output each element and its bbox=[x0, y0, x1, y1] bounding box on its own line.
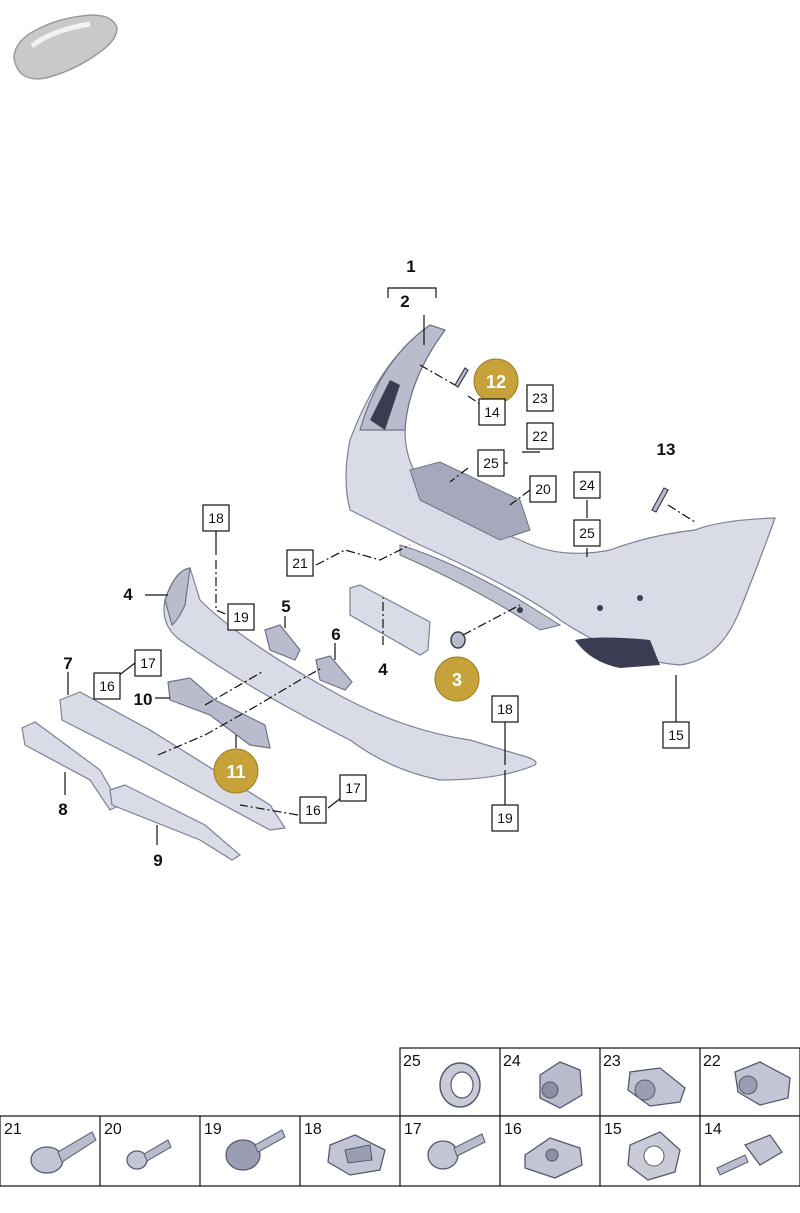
callout-5: 5 bbox=[281, 597, 290, 616]
hardware-table: 25 24 23 22 21 20 19 18 17 16 15 14 bbox=[0, 1047, 800, 1187]
boxed-callout-16: 16 bbox=[93, 672, 121, 700]
svg-text:23: 23 bbox=[532, 390, 548, 406]
svg-text:17: 17 bbox=[345, 780, 361, 796]
table-cell-number: 21 bbox=[4, 1121, 22, 1138]
table-cell-number: 23 bbox=[603, 1053, 621, 1070]
bracket-5-part bbox=[264, 624, 301, 661]
boxed-callout-22: 22 bbox=[526, 422, 554, 450]
svg-text:19: 19 bbox=[497, 810, 513, 826]
boxed-callout-23: 23 bbox=[526, 384, 554, 412]
callout-4: 4 bbox=[378, 660, 388, 679]
boxed-callout-19: 19 bbox=[491, 804, 519, 832]
bracket-10-part bbox=[167, 677, 271, 749]
car-thumbnail-icon bbox=[13, 14, 118, 80]
table-cell-number: 15 bbox=[604, 1121, 622, 1138]
table-cell-number: 22 bbox=[703, 1053, 721, 1070]
callout-2: 2 bbox=[400, 292, 409, 311]
boxed-callout-14: 14 bbox=[478, 398, 506, 426]
table-cell-number: 25 bbox=[403, 1053, 421, 1070]
callout-12: 12 bbox=[473, 358, 519, 404]
clip-nut-icon bbox=[524, 1137, 583, 1179]
trim-strip-13-part bbox=[651, 487, 669, 513]
table-cell-number: 17 bbox=[404, 1121, 422, 1138]
lower-spoiler-part bbox=[163, 567, 537, 781]
sensor-icon bbox=[734, 1061, 791, 1106]
table-cell-number: 18 bbox=[304, 1121, 322, 1138]
callout-4: 4 bbox=[123, 585, 133, 604]
boxed-callout-25: 25 bbox=[573, 519, 601, 547]
callout-13: 13 bbox=[657, 440, 676, 459]
callout-3: 3 bbox=[434, 656, 480, 702]
grille-insert-part bbox=[349, 584, 431, 656]
boxed-callout-18: 18 bbox=[491, 695, 519, 723]
flange-screw-icon bbox=[225, 1129, 286, 1171]
boxed-callout-24: 24 bbox=[573, 471, 601, 499]
svg-text:20: 20 bbox=[535, 481, 551, 497]
boxed-callout-17: 17 bbox=[339, 774, 367, 802]
ring-bracket-icon bbox=[439, 1062, 481, 1108]
svg-text:14: 14 bbox=[484, 404, 500, 420]
svg-text:18: 18 bbox=[208, 510, 224, 526]
callout-7: 7 bbox=[63, 654, 72, 673]
svg-text:24: 24 bbox=[579, 477, 595, 493]
svg-text:11: 11 bbox=[226, 762, 245, 782]
callout-9: 9 bbox=[153, 851, 162, 870]
bumper-cover-part bbox=[345, 324, 776, 668]
trim-strip-12-part bbox=[454, 367, 469, 388]
boxed-callout-21: 21 bbox=[286, 549, 314, 577]
callout-6: 6 bbox=[331, 625, 340, 644]
table-cell-number: 16 bbox=[504, 1121, 522, 1138]
spring-clip-icon bbox=[327, 1134, 386, 1176]
boxed-callout-19: 19 bbox=[227, 603, 255, 631]
table-cell-number: 24 bbox=[503, 1053, 521, 1070]
svg-text:16: 16 bbox=[305, 802, 321, 818]
expanding-rivet-icon bbox=[716, 1134, 783, 1176]
boxed-callout-25: 25 bbox=[477, 449, 505, 477]
callout-8: 8 bbox=[58, 800, 67, 819]
sensor-housing-icon bbox=[539, 1061, 583, 1109]
callout-10: 10 bbox=[134, 690, 153, 709]
boxed-callout-17: 17 bbox=[134, 649, 162, 677]
boxed-callout-18: 18 bbox=[202, 504, 230, 532]
svg-text:16: 16 bbox=[99, 678, 115, 694]
svg-text:21: 21 bbox=[292, 555, 308, 571]
svg-text:12: 12 bbox=[486, 372, 506, 392]
table-cell-number: 20 bbox=[104, 1121, 122, 1138]
grommet-part bbox=[450, 631, 466, 649]
svg-text:22: 22 bbox=[532, 428, 548, 444]
callout-11: 11 bbox=[213, 748, 259, 794]
sensor-retainer-icon bbox=[627, 1131, 681, 1181]
bracket-6-part bbox=[315, 655, 353, 691]
boxed-callout-20: 20 bbox=[529, 475, 557, 503]
plastic-rivet-icon bbox=[427, 1133, 486, 1170]
svg-text:19: 19 bbox=[233, 609, 249, 625]
reinforcement-7-part bbox=[59, 691, 287, 831]
svg-text:15: 15 bbox=[668, 727, 684, 743]
parking-sensor-icon bbox=[627, 1067, 686, 1107]
svg-text:3: 3 bbox=[452, 670, 462, 690]
svg-text:25: 25 bbox=[579, 525, 595, 541]
bolt-icon bbox=[126, 1139, 172, 1170]
svg-text:25: 25 bbox=[483, 455, 499, 471]
table-cell-number: 19 bbox=[204, 1121, 222, 1138]
callout-1: 1 bbox=[406, 257, 415, 276]
trim-9-part bbox=[109, 784, 242, 861]
svg-text:18: 18 bbox=[497, 701, 513, 717]
trim-8-part bbox=[21, 721, 121, 811]
svg-text:17: 17 bbox=[140, 655, 156, 671]
boxed-callout-16: 16 bbox=[299, 796, 327, 824]
wide-head-screw-icon bbox=[30, 1131, 97, 1174]
boxed-callout-15: 15 bbox=[662, 721, 690, 749]
table-cell-number: 14 bbox=[704, 1121, 722, 1138]
